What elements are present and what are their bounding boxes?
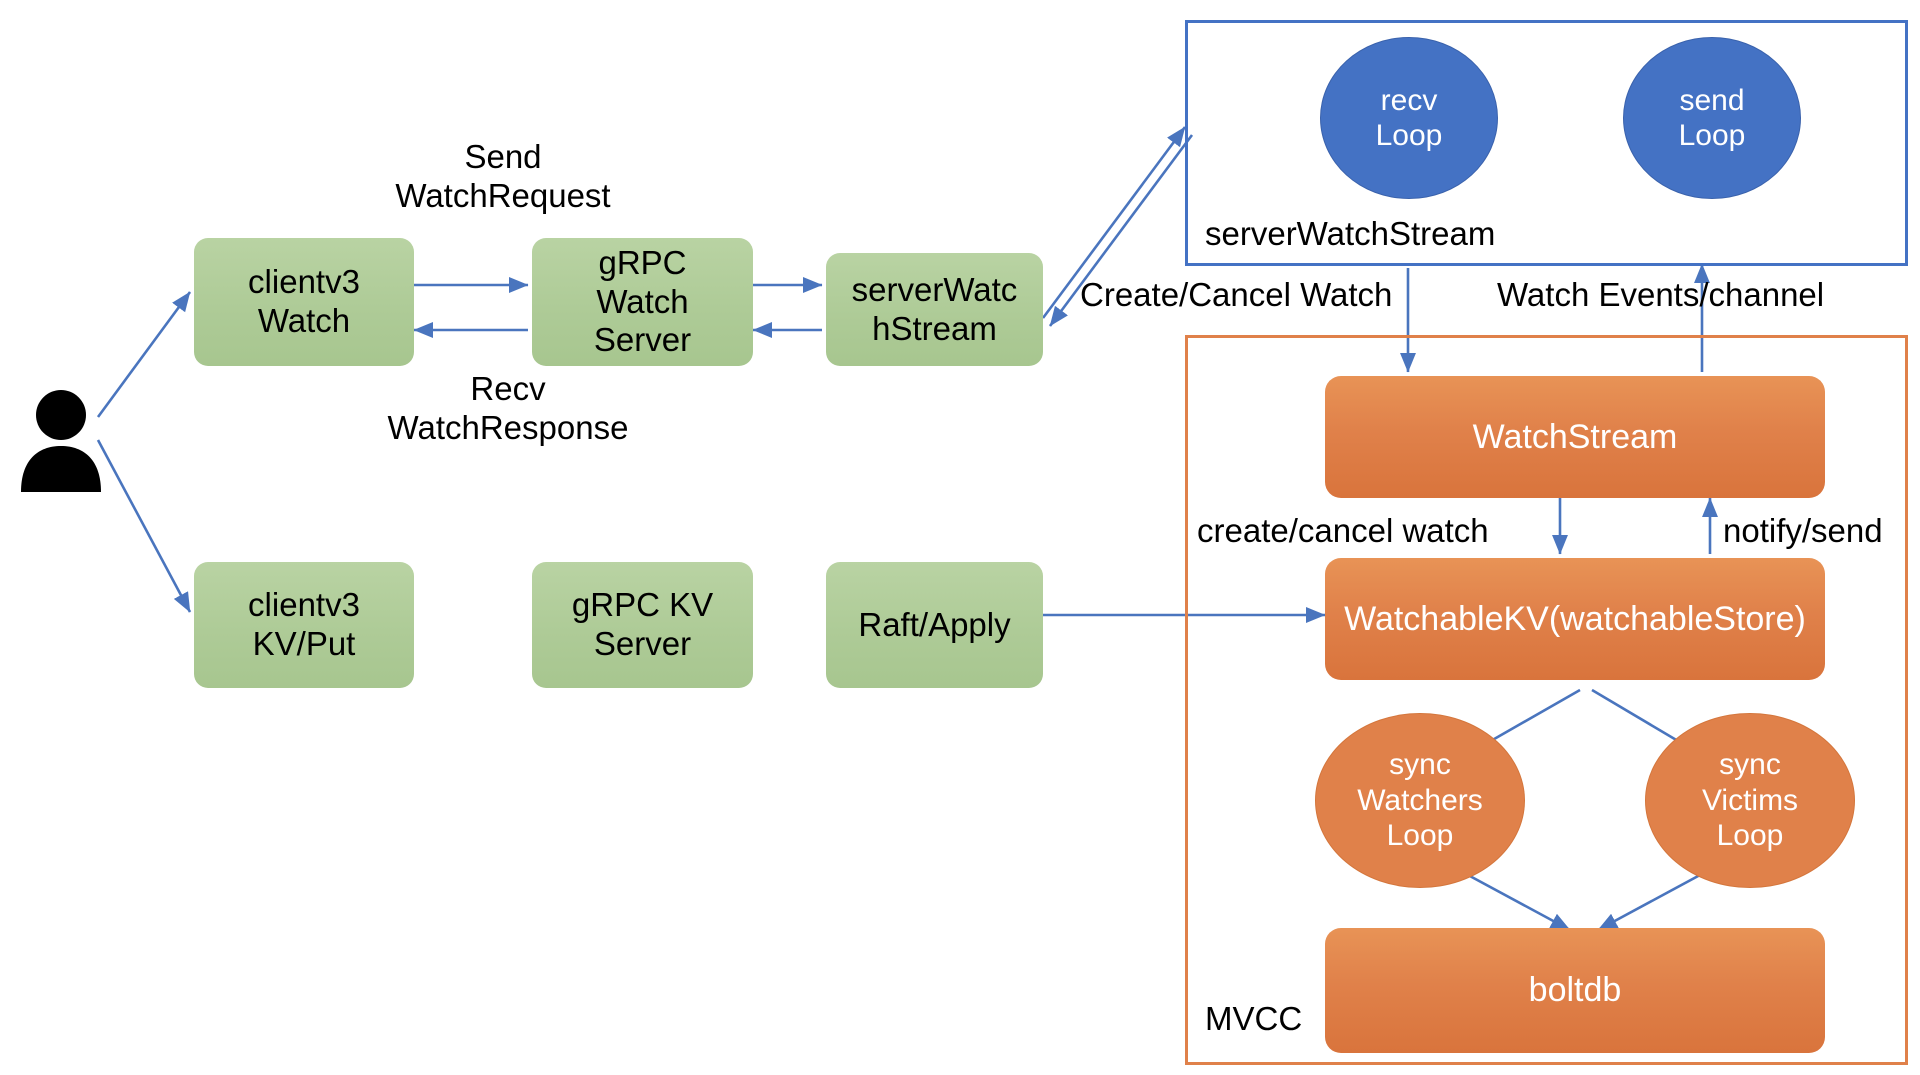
node-watch-stream[interactable]: WatchStream bbox=[1325, 376, 1825, 498]
user-actor-icon bbox=[18, 388, 104, 496]
server-watch-stream-group bbox=[1185, 20, 1908, 266]
edge-label-create-cancel-watch: Create/Cancel Watch bbox=[1080, 276, 1393, 313]
node-raft-apply[interactable]: Raft/Apply bbox=[826, 562, 1043, 688]
mvcc-group bbox=[1185, 335, 1908, 1065]
edge-label-send-watch-request: Send WatchRequest bbox=[395, 138, 611, 214]
node-grpc-watch-server[interactable]: gRPC Watch Server bbox=[532, 238, 753, 366]
edge-label-watch-events-channel: Watch Events/channel bbox=[1497, 276, 1825, 313]
node-recv-loop[interactable]: recv Loop bbox=[1320, 37, 1498, 199]
node-grpc-kv-server[interactable]: gRPC KV Server bbox=[532, 562, 753, 688]
node-watchable-kv[interactable]: WatchableKV(watchableStore) bbox=[1325, 558, 1825, 680]
node-server-watch-stream[interactable]: serverWatc hStream bbox=[826, 253, 1043, 366]
node-sync-victims-loop[interactable]: sync Victims Loop bbox=[1645, 713, 1855, 888]
edge-label-recv-watch-response: Recv WatchResponse bbox=[387, 370, 629, 446]
node-boltdb[interactable]: boltdb bbox=[1325, 928, 1825, 1053]
node-clientv3-kv-put[interactable]: clientv3 KV/Put bbox=[194, 562, 414, 688]
edge-label-create-cancel-watch-lower: create/cancel watch bbox=[1197, 512, 1489, 549]
node-clientv3-watch[interactable]: clientv3 Watch bbox=[194, 238, 414, 366]
node-sync-watchers-loop[interactable]: sync Watchers Loop bbox=[1315, 713, 1525, 888]
edge-label-notify-send: notify/send bbox=[1723, 512, 1883, 549]
server-watch-stream-group-label: serverWatchStream bbox=[1205, 215, 1496, 252]
node-send-loop[interactable]: send Loop bbox=[1623, 37, 1801, 199]
mvcc-group-label: MVCC bbox=[1205, 1000, 1303, 1037]
